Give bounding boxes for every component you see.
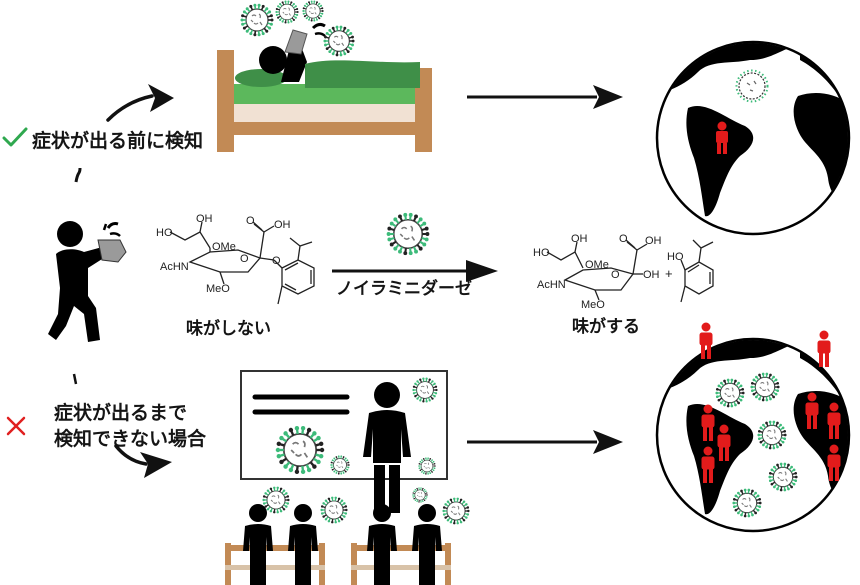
- svg-text:OH: OH: [571, 233, 588, 245]
- virus-icon: [442, 497, 470, 525]
- virus-icon: [302, 0, 324, 22]
- svg-text:OH: OH: [274, 219, 291, 231]
- virus-icon: [750, 372, 780, 402]
- svg-text:O: O: [611, 269, 620, 281]
- globe-single-infection: [655, 40, 851, 236]
- svg-text:+: +: [665, 266, 673, 281]
- svg-text:AcHN: AcHN: [160, 261, 189, 273]
- svg-text:O: O: [619, 233, 628, 245]
- infected-person-icon: [717, 424, 731, 461]
- virus-icon: [732, 488, 762, 518]
- infected-person-icon: [701, 446, 715, 483]
- virus-icon: [412, 377, 438, 403]
- teacher-icon: [363, 382, 411, 513]
- cross-icon: [6, 416, 26, 436]
- tasteful-label: 味がする: [572, 317, 640, 337]
- virus-icon: [757, 420, 787, 450]
- arrow-to-globe-bottom: [467, 430, 623, 454]
- student-icon: [288, 504, 318, 585]
- sick-person-head: [259, 46, 287, 74]
- late-detection-label-line1: 症状が出るまで: [54, 402, 188, 424]
- svg-text:OMe: OMe: [212, 241, 236, 253]
- checkmark-icon: [2, 127, 28, 147]
- bed-scene: [217, 22, 432, 152]
- infected-person-icon: [827, 402, 841, 439]
- infected-person-icon: [699, 322, 713, 359]
- svg-text:OH: OH: [643, 269, 660, 281]
- infected-person-icon: [827, 444, 841, 481]
- substrate-molecule: HO OH OMe AcHN MeO O O OH O: [156, 213, 315, 305]
- infected-person-icon: [805, 392, 819, 429]
- virus-icon: [240, 3, 274, 37]
- svg-text:MeO: MeO: [581, 299, 605, 311]
- product-molecule: HO OH OMe AcHN MeO O O OH OH HO +: [533, 233, 714, 311]
- virus-icon: [386, 212, 430, 256]
- svg-text:OMe: OMe: [585, 259, 609, 271]
- student-icon: [243, 504, 273, 585]
- infected-person-icon: [701, 404, 715, 441]
- svg-text:OH: OH: [196, 213, 213, 225]
- arrow-to-globe-top: [467, 85, 623, 109]
- tasteless-label: 味がしない: [186, 319, 271, 339]
- svg-text:O: O: [246, 215, 255, 227]
- early-detection-label: 症状が出る前に検知: [32, 130, 204, 152]
- virus-icon: [330, 455, 350, 475]
- virus-icon: [323, 25, 355, 57]
- virus-icon: [768, 462, 798, 492]
- reaction-arrow: [332, 260, 498, 282]
- late-detection-label-line2: 検知できない場合: [54, 428, 207, 450]
- virus-icon: [275, 426, 325, 474]
- infected-person-icon: [716, 121, 728, 154]
- virus-icon: [715, 378, 745, 408]
- infected-person-icon: [817, 330, 831, 367]
- neuraminidase-label: ノイラミニダーゼ: [336, 279, 472, 299]
- sneezing-person-icon: [48, 221, 127, 342]
- svg-text:O: O: [240, 253, 249, 265]
- virus-icon: [320, 496, 348, 524]
- svg-text:OH: OH: [645, 235, 662, 247]
- svg-text:HO: HO: [533, 247, 550, 259]
- virus-icon: [275, 0, 299, 24]
- virus-icon: [418, 457, 436, 475]
- svg-text:O: O: [272, 255, 281, 267]
- svg-text:HO: HO: [156, 227, 173, 239]
- virus-icon: [262, 486, 290, 514]
- virus-icon: [412, 487, 428, 503]
- student-icon: [412, 504, 442, 585]
- svg-text:HO: HO: [667, 251, 684, 263]
- student-icon: [367, 504, 397, 585]
- svg-text:AcHN: AcHN: [537, 279, 566, 291]
- svg-text:MeO: MeO: [206, 283, 230, 295]
